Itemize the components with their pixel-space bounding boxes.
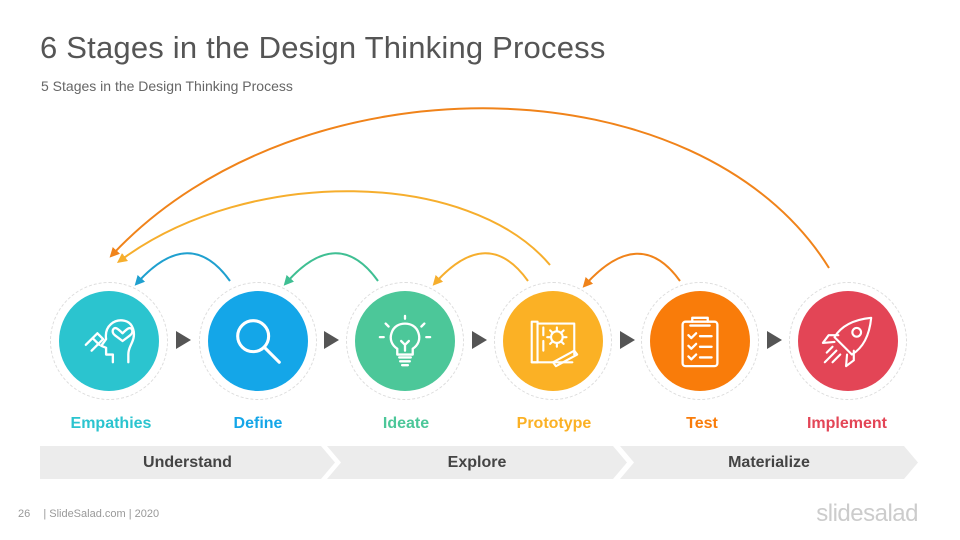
blueprint-icon — [530, 320, 579, 368]
arrow-define-to-empathies — [134, 252, 231, 286]
stage-label-implement: Implement — [806, 415, 887, 432]
page-number: 26 — [18, 508, 31, 520]
stage-disc — [208, 291, 308, 391]
footer-text: | SlideSalad.com | 2020 — [43, 508, 160, 520]
arrow-test-to-prototype — [582, 252, 681, 288]
rocket-icon — [821, 316, 873, 368]
clipboard-icon — [681, 316, 719, 368]
stage-disc — [650, 291, 750, 391]
stage-label-prototype: Prototype — [516, 415, 592, 432]
slide-subtitle: 5 Stages in the Design Thinking Process — [41, 78, 293, 94]
phase-explore: Explore — [327, 446, 627, 479]
footer: 26 | SlideSalad.com | 2020 — [18, 508, 159, 520]
stage-label-empathies: Empathies — [70, 415, 152, 432]
magnifier-icon — [236, 319, 281, 364]
arrow-prototype-to-ideate — [432, 252, 529, 286]
stage-implement — [789, 282, 907, 400]
flow-arrow — [472, 331, 487, 349]
stage-disc — [798, 291, 898, 391]
stage-test — [641, 282, 759, 400]
flow-arrow — [620, 331, 635, 349]
arrow-ideate-to-define — [283, 252, 379, 286]
stage-ideate — [346, 282, 464, 400]
stage-disc — [503, 291, 603, 391]
stage-prototype — [494, 282, 612, 400]
flow-arrow — [324, 331, 339, 349]
slide-title: 6 Stages in the Design Thinking Process — [40, 30, 606, 65]
arrow-implement-to-empathies — [109, 107, 830, 269]
phase-label: Materialize — [728, 453, 810, 471]
flow-arrow — [176, 331, 191, 349]
flow-arrow — [767, 331, 782, 349]
phase-materialize: Materialize — [620, 446, 918, 479]
stage-empathies — [50, 282, 168, 400]
stage-label-ideate: Ideate — [382, 415, 430, 432]
stage-label-define: Define — [233, 415, 283, 432]
phase-label: Understand — [143, 453, 232, 471]
phase-label: Explore — [447, 453, 507, 471]
stage-disc — [355, 291, 455, 391]
stage-define — [199, 282, 317, 400]
stage-label-test: Test — [686, 415, 718, 432]
lightbulb-icon — [378, 314, 432, 367]
stage-disc — [59, 291, 159, 391]
arrow-prototype-to-empathies — [116, 190, 551, 266]
brand-logo: slidesalad — [816, 500, 918, 527]
phase-understand: Understand — [40, 446, 335, 479]
head-heart-icon — [84, 319, 136, 364]
